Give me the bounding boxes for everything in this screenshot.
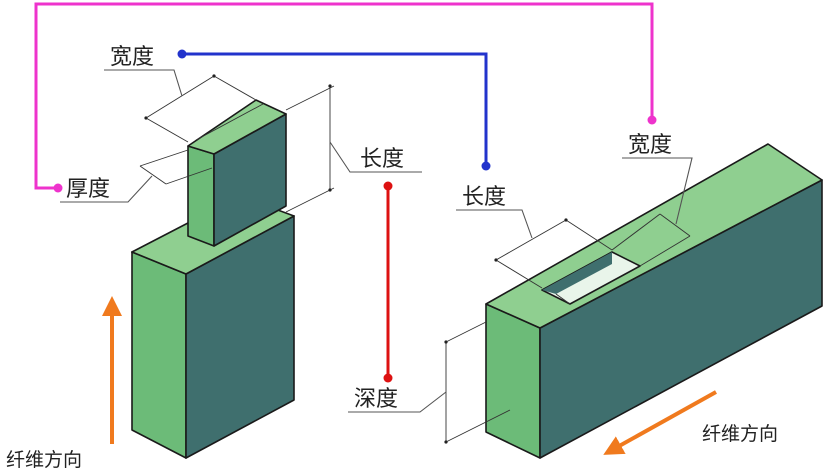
- tick: [564, 218, 568, 222]
- tenon-width-dim: [145, 75, 215, 119]
- mortise-hole-inner: [542, 252, 612, 294]
- tenon-length-leader: [329, 141, 422, 173]
- tenon-width-label: 宽度: [110, 45, 154, 70]
- mortise-width-label: 宽度: [628, 133, 672, 158]
- tenon-dimensions: [139, 74, 335, 213]
- blue-dot-start: [177, 49, 187, 59]
- tenon-thickness-label: 厚度: [66, 177, 110, 202]
- magenta-dot-start: [53, 183, 63, 193]
- blue-link-line: [182, 52, 488, 166]
- blue-dot-end: [481, 161, 491, 171]
- grain-left-label: 纤维方向: [6, 449, 82, 471]
- tick: [444, 340, 448, 344]
- magenta-dot-end: [647, 115, 657, 125]
- mortise-length-dim: [495, 219, 567, 261]
- blue-connector: [177, 49, 491, 171]
- mortise-length-ext-b: [565, 219, 613, 251]
- mortise-width-dim: [659, 213, 691, 237]
- mortise-width-leader: [622, 157, 693, 225]
- label-mortise-depth: 深度: [348, 387, 447, 413]
- tick: [444, 440, 448, 444]
- grain-direction-right: 纤维方向: [603, 390, 778, 455]
- tenon-thickness-dim: [139, 165, 167, 185]
- mortise-depth-label: 深度: [354, 387, 398, 412]
- red-connector: [383, 181, 393, 383]
- tenon-width-leader: [104, 69, 183, 97]
- mortise-width-ext-a: [611, 213, 661, 251]
- red-dot-start: [383, 181, 393, 191]
- tenon-top-chamfer: [195, 103, 264, 141]
- mortise-hole-edge: [555, 293, 571, 305]
- grain-right-label: 纤维方向: [702, 423, 778, 445]
- mortise-length-leader: [456, 209, 533, 239]
- mortise-length-label: 长度: [462, 185, 506, 210]
- tenon-length-label: 长度: [360, 147, 404, 172]
- tenon-width-ext-b: [213, 75, 257, 101]
- tick: [328, 84, 332, 88]
- tick: [144, 116, 148, 120]
- tick: [212, 74, 216, 78]
- tenon-width-ext-a: [145, 117, 189, 143]
- mortise-front-face: [485, 303, 541, 459]
- label-tenon-thickness: 厚度: [60, 175, 153, 203]
- grain-arrow-right: [603, 390, 717, 455]
- grain-direction-left: 纤维方向: [6, 296, 122, 471]
- label-mortise-width: 宽度: [622, 133, 693, 225]
- tick: [328, 188, 332, 192]
- tenon-top-face: [187, 99, 287, 155]
- mortise-length-ext-a: [495, 259, 543, 289]
- label-tenon-width: 宽度: [104, 45, 183, 97]
- tenon-length-ext-b: [285, 187, 335, 213]
- label-tenon-length: 长度: [329, 141, 422, 173]
- magenta-connector: [34, 2, 657, 193]
- tenon-front-face: [187, 145, 215, 247]
- mortise-depth-ext-a: [445, 321, 487, 343]
- red-dot-end: [383, 373, 393, 383]
- mortise-depth-leader: [348, 391, 447, 413]
- tick: [494, 258, 498, 262]
- tenon-thickness-leader: [60, 175, 153, 203]
- tenon-piece: [131, 99, 295, 459]
- tenon-thickness-ext-a: [139, 149, 189, 167]
- tenon-base-front-face: [131, 251, 187, 459]
- tenon-length-ext-a: [285, 85, 335, 111]
- magenta-link-line: [34, 2, 654, 190]
- mortise-width-ext-b: [639, 235, 691, 267]
- mortise-piece: [485, 143, 823, 459]
- tenon-thickness-ext-b: [165, 167, 213, 185]
- label-mortise-length: 长度: [456, 185, 533, 239]
- mortise-depth-ext-b: [445, 409, 511, 443]
